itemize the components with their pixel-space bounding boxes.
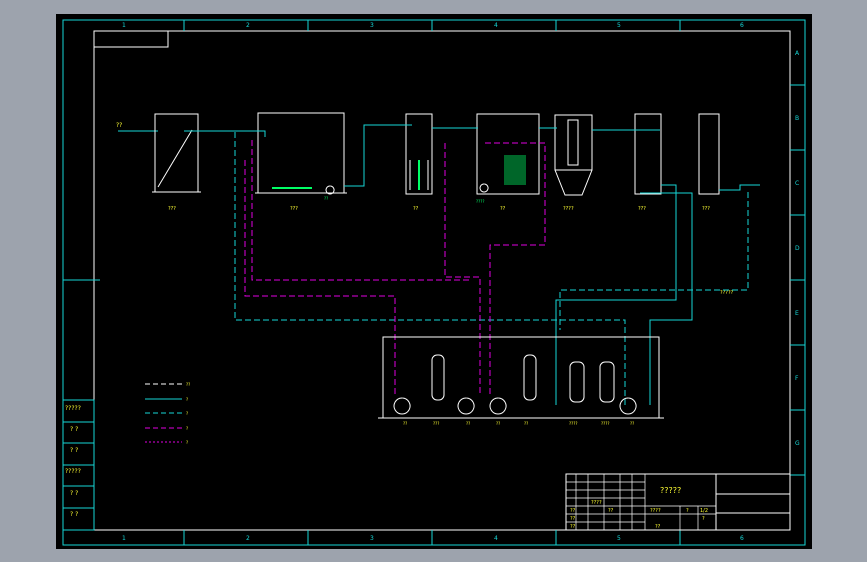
room-label-4: ?? bbox=[496, 421, 500, 426]
tank-tag: ?? bbox=[324, 196, 328, 201]
left-label-3: ? ? bbox=[70, 447, 78, 454]
sand-filter bbox=[634, 113, 662, 195]
outer-border bbox=[62, 19, 806, 546]
grid-right-e: E bbox=[795, 310, 799, 317]
left-label-6: ? ? bbox=[70, 511, 78, 518]
grid-bottom-4: 4 bbox=[494, 535, 498, 542]
grid-right-b: B bbox=[795, 115, 799, 122]
corner-tag bbox=[94, 31, 169, 48]
unit-label-7: ??? bbox=[702, 206, 710, 212]
left-info-table: ????? ? ? ? ? ????? ? ? ? ? bbox=[62, 399, 95, 531]
grid-right-f: F bbox=[795, 375, 799, 382]
magenta-pipes bbox=[244, 140, 546, 395]
legend: ?? ? ? ? ? bbox=[145, 382, 190, 445]
unit-label-6: ??? bbox=[638, 206, 646, 212]
room-label-1: ?? bbox=[403, 421, 407, 426]
cyan-dashed-pipes bbox=[234, 132, 749, 405]
left-label-4: ????? bbox=[65, 468, 81, 475]
room-label-6: ???? bbox=[569, 421, 578, 426]
grit-chamber bbox=[152, 113, 201, 193]
legend-4: ? bbox=[186, 426, 188, 431]
tb-cell-3: ???? bbox=[650, 508, 661, 514]
tb-cell-1: ???? bbox=[591, 500, 602, 506]
carbon-filter bbox=[698, 113, 720, 195]
unit-label-3: ?? bbox=[413, 206, 419, 212]
grid-bottom-5: 5 bbox=[617, 535, 621, 542]
equalization-tank bbox=[255, 112, 347, 195]
grid-bottom-2: 2 bbox=[246, 535, 250, 542]
left-label-1: ????? bbox=[65, 405, 81, 412]
room-label-2: ??? bbox=[433, 421, 439, 426]
grid-top-6: 6 bbox=[740, 22, 744, 29]
grid-bottom-1: 1 bbox=[122, 535, 126, 542]
grid-top-4: 4 bbox=[494, 22, 498, 29]
machine-room bbox=[378, 336, 664, 419]
drawing-area bbox=[56, 14, 812, 549]
tb-cell-8: ?? bbox=[570, 516, 576, 522]
room-label-7: ???? bbox=[601, 421, 610, 426]
grid-bottom-3: 3 bbox=[370, 535, 374, 542]
grid-top-2: 2 bbox=[246, 22, 250, 29]
legend-5: ? bbox=[186, 440, 188, 445]
grid-labels: 1 2 3 4 5 6 1 2 3 4 5 6 A B C D E F G bbox=[122, 22, 800, 542]
grid-top-5: 5 bbox=[617, 22, 621, 29]
filter-column-1 bbox=[405, 113, 433, 195]
bio-reactor bbox=[476, 113, 540, 195]
pump-label: ????? bbox=[720, 290, 734, 296]
unit-label-1: ??? bbox=[168, 206, 176, 212]
grid-right-d: D bbox=[795, 245, 800, 252]
left-label-5: ? ? bbox=[70, 490, 78, 497]
grid-top-3: 3 bbox=[370, 22, 374, 29]
legend-2: ? bbox=[186, 397, 188, 402]
tb-cell-2: ?? bbox=[608, 508, 614, 514]
legend-3: ? bbox=[186, 411, 188, 416]
grid-top-1: 1 bbox=[122, 22, 126, 29]
inlet-label: ?? bbox=[116, 122, 122, 129]
tb-cell-9: ?? bbox=[570, 524, 576, 530]
grid-ticks bbox=[63, 20, 805, 545]
settling-tank bbox=[554, 114, 593, 196]
grid-right-c: C bbox=[795, 180, 799, 187]
title-block: ????? ???? ?? ???? ? ? 1/2 ?? ?? ?? ?? bbox=[565, 473, 791, 531]
left-label-2: ? ? bbox=[70, 426, 78, 433]
tb-cell-5: ? bbox=[702, 516, 705, 522]
title-block-title: ????? bbox=[660, 486, 681, 495]
room-label-5: ?? bbox=[524, 421, 528, 426]
unit-label-2: ??? bbox=[290, 206, 298, 212]
tb-cell-6: 1/2 bbox=[700, 508, 708, 514]
cyan-pipes bbox=[184, 124, 760, 405]
room-label-8: ?? bbox=[630, 421, 634, 426]
legend-1: ?? bbox=[186, 382, 190, 387]
unit-label-5: ???? bbox=[563, 206, 574, 212]
unit-label-4: ?? bbox=[500, 206, 506, 212]
room-label-3: ?? bbox=[466, 421, 470, 426]
process-units bbox=[152, 112, 720, 196]
tb-cell-7: ?? bbox=[570, 508, 576, 514]
grid-right-a: A bbox=[795, 50, 800, 57]
media-fill bbox=[272, 155, 526, 190]
grid-bottom-6: 6 bbox=[740, 535, 744, 542]
grid-right-g: G bbox=[795, 440, 800, 447]
tb-cell-10: ?? bbox=[655, 524, 661, 530]
tb-cell-4: ? bbox=[686, 508, 689, 514]
reactor-tag: ???? bbox=[476, 199, 485, 204]
